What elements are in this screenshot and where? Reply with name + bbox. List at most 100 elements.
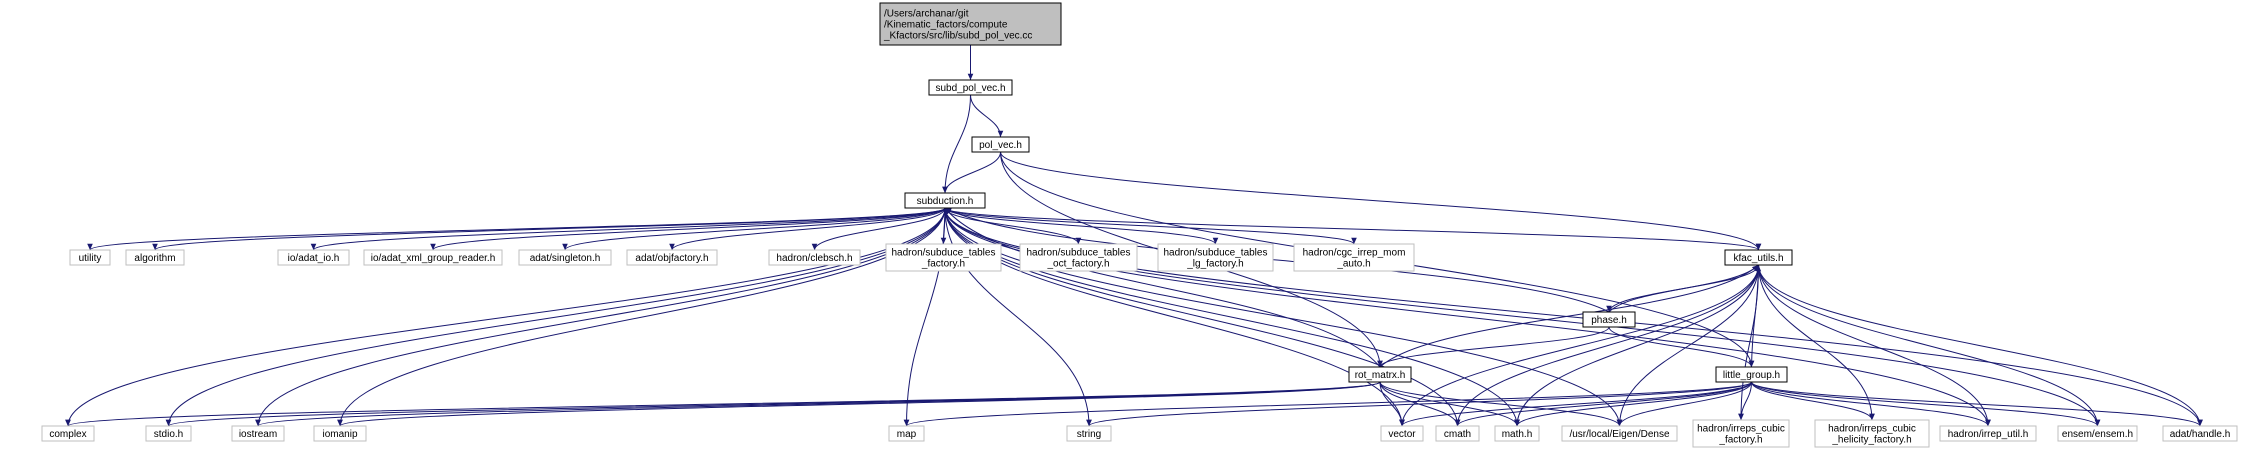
node-subduce-oct: hadron/subduce_tables_oct_factory.h [1019, 243, 1138, 272]
edge-kfac-to-ensem [1758, 264, 2101, 427]
node-utility: utility [69, 249, 111, 266]
node-little[interactable]: little_group.h [1715, 366, 1788, 383]
edge-subduction-to-stdio [165, 207, 946, 427]
edge-subduction-to-kfac [944, 207, 1762, 251]
edge-kfac-to-irrep_util [1758, 264, 1991, 427]
edge-kfac-to-handle [1758, 264, 2203, 427]
edge-little-to-irreps_cubic [1738, 381, 1752, 421]
node-box [313, 425, 367, 442]
node-iomanip: iomanip [313, 425, 367, 442]
node-box [145, 425, 192, 442]
edge-subd-to-subduction [942, 94, 971, 194]
node-box [69, 249, 111, 266]
edge-subd-to-pol [970, 94, 1004, 138]
node-subd[interactable]: subd_pol_vec.h [928, 79, 1013, 96]
node-cgc: hadron/cgc_irrep_mom_auto.h [1293, 243, 1415, 272]
node-label-line: hadron/clebsch.h [776, 253, 852, 264]
edge-little-to-cmath [1454, 381, 1752, 427]
node-kfac[interactable]: kfac_utils.h [1724, 249, 1793, 266]
node-box [1157, 243, 1274, 272]
node-label-line: subduction.h [917, 196, 974, 207]
node-label-line: hadron/irreps_cubic [1697, 424, 1785, 435]
edge-little-to-irreps_helicity [1751, 381, 1875, 421]
node-label-line: map [897, 429, 917, 440]
node-label-line: _auto.h [1336, 259, 1370, 270]
node-box [2162, 425, 2238, 442]
node-box [363, 249, 503, 266]
node-subduction[interactable]: subduction.h [904, 192, 986, 209]
node-src[interactable]: /Users/archanar/git/Kinematic_factors/co… [879, 2, 1062, 46]
node-label-line: /Kinematic_factors/compute [884, 20, 1008, 31]
node-subduce-lg: hadron/subduce_tables_lg_factory.h [1157, 243, 1274, 272]
edge-little-to-handle [1751, 381, 2203, 427]
node-eigen: /usr/local/Eigen/Dense [1561, 425, 1678, 442]
node-label-line: /Users/archanar/git [884, 9, 969, 20]
node-box [888, 425, 925, 442]
node-label-line: kfac_utils.h [1733, 253, 1783, 264]
node-label-line: phase.h [1591, 315, 1627, 326]
edge-subduction-to-cgc [944, 207, 1357, 245]
node-label-line: _helicity_factory.h [1831, 435, 1911, 446]
node-box [1293, 243, 1415, 272]
node-label-line: string [1077, 429, 1101, 440]
node-label-line: _lg_factory.h [1186, 259, 1244, 270]
node-singleton: adat/singleton.h [518, 249, 612, 266]
node-box [768, 249, 861, 266]
edge-subduction-to-vector [944, 207, 1405, 427]
edge-subduction-to-clebsch [811, 207, 946, 251]
node-label-line: hadron/irrep_util.h [1948, 429, 2029, 440]
node-label-line: iomanip [322, 429, 357, 440]
node-pol[interactable]: pol_vec.h [971, 136, 1030, 153]
node-label-line: _factory.h [1718, 435, 1762, 446]
node-irrep-util: hadron/irrep_util.h [1939, 425, 2037, 442]
edge-subduction-to-singleton [562, 207, 946, 251]
node-adat-io: io/adat_io.h [277, 249, 350, 266]
node-string: string [1066, 425, 1112, 442]
node-label-line: complex [49, 429, 86, 440]
node-label-line: io/adat_io.h [288, 253, 340, 264]
node-box [1715, 366, 1788, 383]
node-label-line: _Kfactors/src/lib/subd_pol_vec.cc [883, 31, 1032, 42]
node-cmath: cmath [1435, 425, 1480, 442]
node-box [885, 243, 1002, 272]
node-rot[interactable]: rot_matrx.h [1348, 366, 1412, 383]
edge-subduction-to-iomanip [337, 207, 946, 427]
edge-little-to-string [1086, 381, 1752, 427]
node-irreps-cubic: hadron/irreps_cubic_factory.h [1692, 419, 1790, 448]
node-xml-reader: io/adat_xml_group_reader.h [363, 249, 503, 266]
node-box [1380, 425, 1424, 442]
node-box [1494, 425, 1540, 442]
node-stdio: stdio.h [145, 425, 192, 442]
node-irreps-helicity: hadron/irreps_cubic_helicity_factory.h [1814, 419, 1930, 448]
edge-subduction-to-objfactory [669, 207, 946, 251]
node-complex: complex [41, 425, 95, 442]
edge-rot-to-iostream [255, 381, 1381, 427]
edge-subduction-to-handle [944, 207, 2203, 427]
edge-phase-to-rot [1377, 326, 1610, 368]
node-label-line: adat/singleton.h [530, 253, 601, 264]
node-box [1692, 419, 1790, 448]
node-map: map [888, 425, 925, 442]
edge-subduction-to-utility [87, 207, 946, 251]
node-box [904, 192, 986, 209]
node-label-line: vector [1388, 429, 1416, 440]
node-label-line: _factory.h [921, 259, 965, 270]
node-box [879, 2, 1062, 46]
node-label-line: /usr/local/Eigen/Dense [1569, 429, 1669, 440]
edge-pol-to-kfac [1000, 151, 1762, 251]
edge-rot-to-subduction [944, 207, 1381, 368]
edge-subduction-to-xml_reader [430, 207, 946, 251]
edge-rot-to-iomanip [337, 381, 1381, 427]
edge-phase-to-kfac [1608, 264, 1759, 313]
edge-little-to-map [903, 381, 1752, 427]
node-phase[interactable]: phase.h [1582, 311, 1636, 328]
node-label-line: stdio.h [154, 429, 183, 440]
node-box [2057, 425, 2138, 442]
node-layer: /Users/archanar/git/Kinematic_factors/co… [41, 2, 2238, 448]
edge-little-to-irrep_util [1751, 381, 1991, 427]
edge-subduction-to-map [903, 207, 946, 427]
edge-little-to-kfac [1751, 264, 1762, 368]
edge-pol-to-subduction [942, 151, 1001, 194]
node-label-line: hadron/subduce_tables [1027, 248, 1131, 259]
